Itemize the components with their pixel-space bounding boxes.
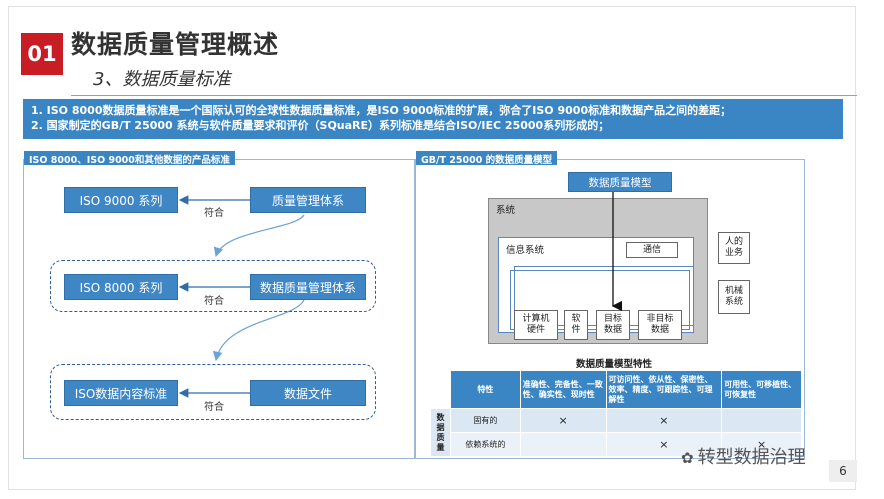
component-software: 软 件 xyxy=(564,310,588,340)
human-business-box: 人的 业务 xyxy=(718,232,750,264)
summary-banner: 1. ISO 8000数据质量标准是一个国际认可的全球性数据质量标准，是ISO … xyxy=(23,99,843,139)
row-system-c3: × xyxy=(721,432,802,457)
conforms-label-1: 符合 xyxy=(204,208,224,219)
section-number: 01 xyxy=(21,33,63,75)
info-system-label: 信息系统 xyxy=(506,245,545,256)
model-arrow xyxy=(611,192,623,312)
corner-cell xyxy=(430,370,451,409)
header-col3: 可用性、可移植性、可恢复性 xyxy=(721,370,802,409)
page-number: 6 xyxy=(829,460,857,482)
row-inherent-c3 xyxy=(721,408,802,433)
row-inherent-label: 固有的 xyxy=(449,408,521,433)
row-system-label: 依赖系统的 xyxy=(449,432,521,457)
characteristics-table-title: 数据质量模型特性 xyxy=(576,359,653,370)
banner-line-1: 1. ISO 8000数据质量标准是一个国际认可的全球性数据质量标准，是ISO … xyxy=(31,104,732,117)
data-file-box: 数据文件 xyxy=(250,380,366,406)
component-nontarget-data: 非目标 数据 xyxy=(638,310,682,340)
component-hardware: 计算机 硬件 xyxy=(514,310,558,340)
iso-content-group xyxy=(50,364,376,420)
row-inherent-c1: × xyxy=(519,408,607,433)
header-characteristic: 特性 xyxy=(449,370,521,409)
iso-data-content-standard-box: ISO数据内容标准 xyxy=(64,380,178,406)
iso9000-series-box: ISO 9000 系列 xyxy=(64,187,178,213)
page-subtitle: 3、数据质量标准 xyxy=(93,69,231,90)
data-quality-model-box: 数据质量模型 xyxy=(568,172,672,192)
comm-box: 通信 xyxy=(626,242,678,258)
iso8000-group xyxy=(50,260,376,312)
conforms-label-3: 符合 xyxy=(204,402,224,413)
data-quality-management-system-box: 数据质量管理体系 xyxy=(250,274,366,300)
banner-line-2: 2. 国家制定的GB/T 25000 系统与软件质量要求和评价（SQuaRE）系… xyxy=(31,119,610,132)
mechanical-system-box: 机械 系统 xyxy=(718,280,750,314)
page-title: 数据质量管理概述 xyxy=(71,30,280,59)
right-panel: GB/T 25000 的数据质量模型 数据质量模型 系统 信息系统 通信 计算机… xyxy=(415,151,805,459)
wechat-icon: ✿ xyxy=(681,449,694,467)
right-panel-tab: GB/T 25000 的数据质量模型 xyxy=(416,151,558,166)
characteristics-table: 特性 准确性、完备性、一致性、确实性、现时性 可访问性、依从性、保密性、效率、精… xyxy=(430,370,802,457)
iso8000-series-box: ISO 8000 系列 xyxy=(64,274,178,300)
watermark: ✿转型数据治理 xyxy=(681,443,806,469)
slide: 01 数据质量管理概述 3、数据质量标准 1. ISO 8000数据质量标准是一… xyxy=(8,6,857,490)
row-system-c1 xyxy=(519,432,607,457)
left-panel-connectors xyxy=(178,195,305,398)
left-panel: ISO 8000、ISO 9000和其他数据的产品标准 ISO 9000 系列 … xyxy=(23,151,415,459)
watermark-text: 转型数据治理 xyxy=(697,447,806,468)
header-col2: 可访问性、依从性、保密性、效率、精度、可跟踪性、可理解性 xyxy=(605,370,723,409)
row-inherent-c2: × xyxy=(605,408,723,433)
conforms-label-2: 符合 xyxy=(204,296,224,307)
side-label: 数 据 质 量 xyxy=(430,408,451,457)
left-panel-tab: ISO 8000、ISO 9000和其他数据的产品标准 xyxy=(24,151,235,166)
title-divider xyxy=(71,95,857,96)
header-col1: 准确性、完备性、一致性、确实性、现时性 xyxy=(519,370,607,409)
quality-management-system-box: 质量管理体系 xyxy=(250,187,366,213)
system-label: 系统 xyxy=(496,205,516,216)
